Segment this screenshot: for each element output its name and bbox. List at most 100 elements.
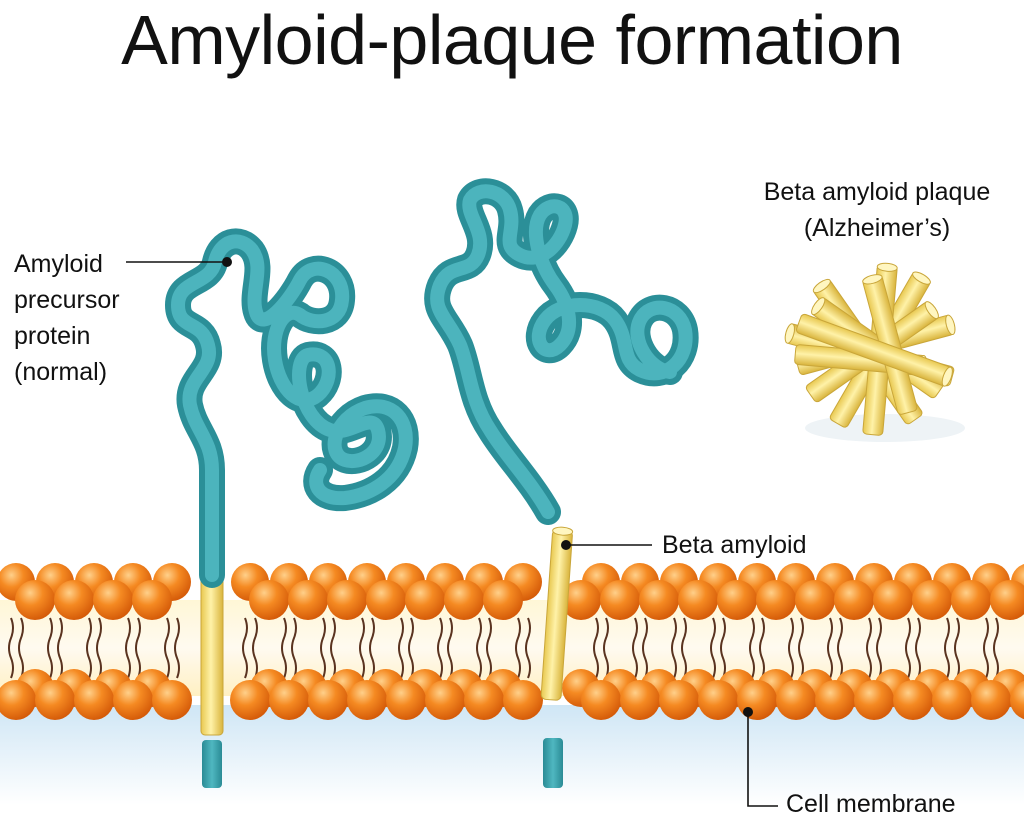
lipid-head	[366, 580, 406, 620]
lipid-head	[873, 580, 913, 620]
lipid-head	[639, 580, 679, 620]
lipid-tail	[291, 617, 297, 679]
lipid-tail	[798, 617, 804, 679]
lipid-tails	[8, 617, 999, 679]
lipid-tail	[398, 617, 404, 679]
lipid-head	[756, 580, 796, 620]
lipid-head	[425, 680, 465, 720]
lipid-head	[152, 680, 192, 720]
lipid-tail	[242, 617, 248, 679]
lipid-tail	[681, 617, 687, 679]
lipid-head	[776, 680, 816, 720]
lipid-tail	[47, 617, 53, 679]
lipid-tail	[603, 617, 609, 679]
app-label-line-2: precursor	[14, 286, 120, 314]
lipid-tail	[174, 617, 180, 679]
lipid-head	[269, 680, 309, 720]
lipid-tail	[96, 617, 102, 679]
cleaved-app-fragment	[424, 178, 699, 525]
lipid-tail	[632, 617, 638, 679]
lipid-head	[327, 580, 367, 620]
lipid-tail	[671, 617, 677, 679]
plaque-shadow	[805, 414, 965, 442]
amyloid-precursor-protein	[165, 228, 419, 588]
plaque-label-line-1: Beta amyloid plaque	[763, 178, 991, 206]
lipid-tail	[330, 617, 336, 679]
lipid-tail	[983, 617, 989, 679]
lipid-tail	[788, 617, 794, 679]
cell-membrane-label: Cell membrane	[786, 790, 956, 818]
lipid-tail	[710, 617, 716, 679]
plaque-fibril	[796, 313, 953, 387]
lipid-head	[308, 680, 348, 720]
app-label-line-1: Amyloid	[14, 250, 103, 278]
lipid-tail	[642, 617, 648, 679]
lipid-tail	[447, 617, 453, 679]
lipid-head	[113, 680, 153, 720]
lipid-tail	[437, 617, 443, 679]
lipid-head	[464, 680, 504, 720]
lipid-head	[93, 580, 133, 620]
lipid-head	[678, 580, 718, 620]
lipid-head	[893, 680, 933, 720]
lipid-head	[795, 580, 835, 620]
lipid-tail	[759, 617, 765, 679]
beta-amyloid-label: Beta amyloid	[662, 531, 807, 559]
lipid-head	[503, 680, 543, 720]
lipid-tail	[125, 617, 131, 679]
lipid-head	[971, 680, 1011, 720]
lipid-tail	[876, 617, 882, 679]
lipid-head	[737, 680, 777, 720]
beta-amyloid-rod	[540, 526, 574, 701]
lipid-tail	[57, 617, 63, 679]
lipid-tail	[408, 617, 414, 679]
lipid-head	[444, 580, 484, 620]
beta-amyloid-plaque	[784, 262, 965, 442]
lipid-head	[74, 680, 114, 720]
lipid-heads-bottom	[0, 680, 1024, 720]
plaque-label-line-2: (Alzheimer’s)	[803, 214, 951, 242]
lipid-head	[483, 580, 523, 620]
lipid-head	[951, 580, 991, 620]
page-title: Amyloid-plaque formation	[121, 1, 903, 79]
lipid-head	[932, 680, 972, 720]
lipid-head	[249, 580, 289, 620]
lipid-tail	[8, 617, 14, 679]
lipid-head	[854, 680, 894, 720]
lipid-tail	[944, 617, 950, 679]
lipid-tail	[18, 617, 24, 679]
cleaved-intracellular-stub	[543, 738, 563, 788]
lipid-heads-top	[15, 580, 1024, 620]
lipid-tail	[993, 617, 999, 679]
lipid-tail	[515, 617, 521, 679]
lipid-tail	[915, 617, 921, 679]
lipid-tail	[954, 617, 960, 679]
lipid-tail	[281, 617, 287, 679]
lipid-tail	[86, 617, 92, 679]
lipid-tail	[525, 617, 531, 679]
lipid-head	[990, 580, 1024, 620]
app-transmembrane-segment	[200, 574, 224, 736]
lipid-tail	[369, 617, 375, 679]
app-label-line-3: protein	[14, 322, 91, 350]
lipid-head	[347, 680, 387, 720]
lipid-head	[581, 680, 621, 720]
lipid-head	[288, 580, 328, 620]
lipid-tail	[827, 617, 833, 679]
plaque-label: Beta amyloid plaque (Alzheimer’s)	[732, 174, 1022, 246]
lipid-tail	[252, 617, 258, 679]
app-label: Amyloid precursor protein (normal)	[14, 246, 120, 390]
leader-lines	[126, 261, 778, 807]
lipid-tail	[905, 617, 911, 679]
app-label-line-4: (normal)	[14, 358, 108, 386]
lipid-tail	[720, 617, 726, 679]
lipid-tail	[135, 617, 141, 679]
lipid-head	[659, 680, 699, 720]
lipid-head	[600, 580, 640, 620]
lipid-tail	[837, 617, 843, 679]
lipid-head	[386, 680, 426, 720]
lipid-head	[717, 580, 757, 620]
lipid-head	[405, 580, 445, 620]
lipid-head	[54, 580, 94, 620]
